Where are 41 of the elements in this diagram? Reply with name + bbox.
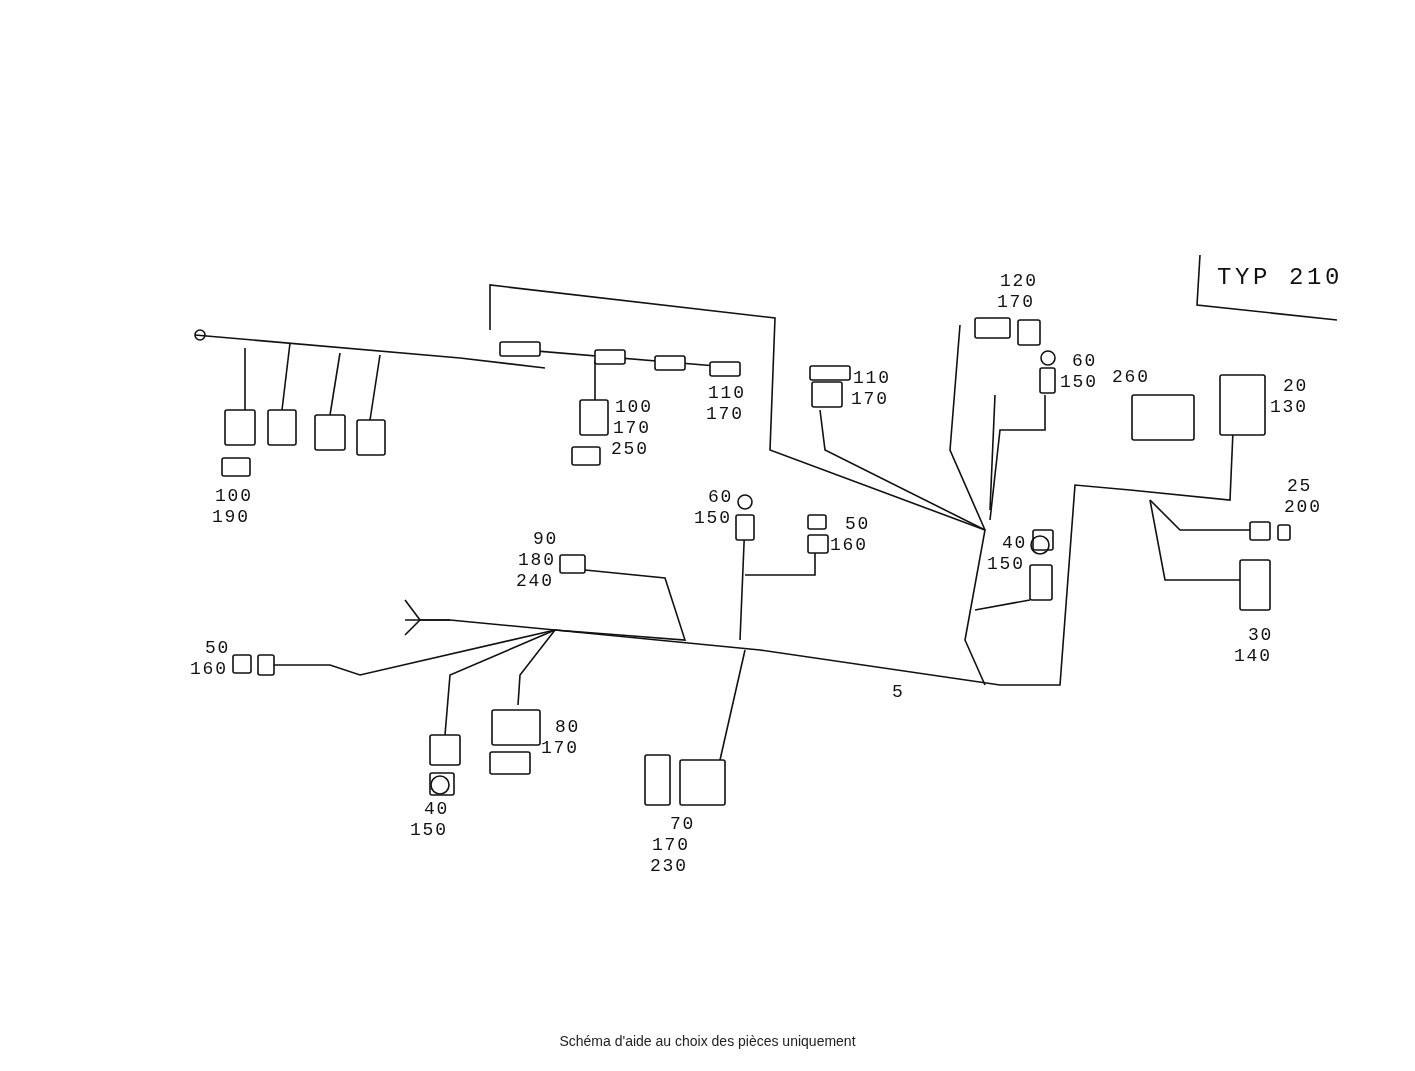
callout-number: 40 (424, 800, 450, 818)
callout-number: 170 (706, 405, 744, 423)
callout-number: 30 (1248, 626, 1274, 644)
callout-number: 100 (615, 398, 653, 416)
callout-number: 40 (1002, 534, 1028, 552)
callout-number: 180 (518, 551, 556, 569)
callout-number: 170 (997, 293, 1035, 311)
callout-number: 240 (516, 572, 554, 590)
callout-number: 70 (670, 815, 696, 833)
callout-number: 260 (1112, 368, 1150, 386)
callout-number: 20 (1283, 377, 1309, 395)
callout-number: 50 (205, 639, 231, 657)
callout-number: 170 (613, 419, 651, 437)
callout-number: 110 (853, 369, 891, 387)
callout-number: 150 (694, 509, 732, 527)
callout-number: 250 (611, 440, 649, 458)
caption: Schéma d'aide au choix des pièces uniquement (558, 1032, 857, 1051)
callout-number: 160 (190, 660, 228, 678)
callout-number: 120 (1000, 272, 1038, 290)
callout-number: 90 (533, 530, 559, 548)
callout-number: 60 (708, 488, 734, 506)
callout-number: 200 (1284, 498, 1322, 516)
callout-number: 170 (851, 390, 889, 408)
callout-number: 150 (1060, 373, 1098, 391)
callout-number: 190 (212, 508, 250, 526)
callout-number: 80 (555, 718, 581, 736)
callout-number: 50 (845, 515, 871, 533)
callout-number: 170 (652, 836, 690, 854)
callout-number: 140 (1234, 647, 1272, 665)
callout-number: 150 (987, 555, 1025, 573)
callout-number: 100 (215, 487, 253, 505)
callout-number: 5 (892, 683, 905, 701)
callout-number: 110 (708, 384, 746, 402)
callout-number: 150 (410, 821, 448, 839)
callout-number: 60 (1072, 352, 1098, 370)
callout-number: 230 (650, 857, 688, 875)
callout-number: 160 (830, 536, 868, 554)
callout-number: 170 (541, 739, 579, 757)
type-label: TYP 210 (1217, 266, 1344, 290)
callout-number: 130 (1270, 398, 1308, 416)
callout-number: 25 (1287, 477, 1313, 495)
